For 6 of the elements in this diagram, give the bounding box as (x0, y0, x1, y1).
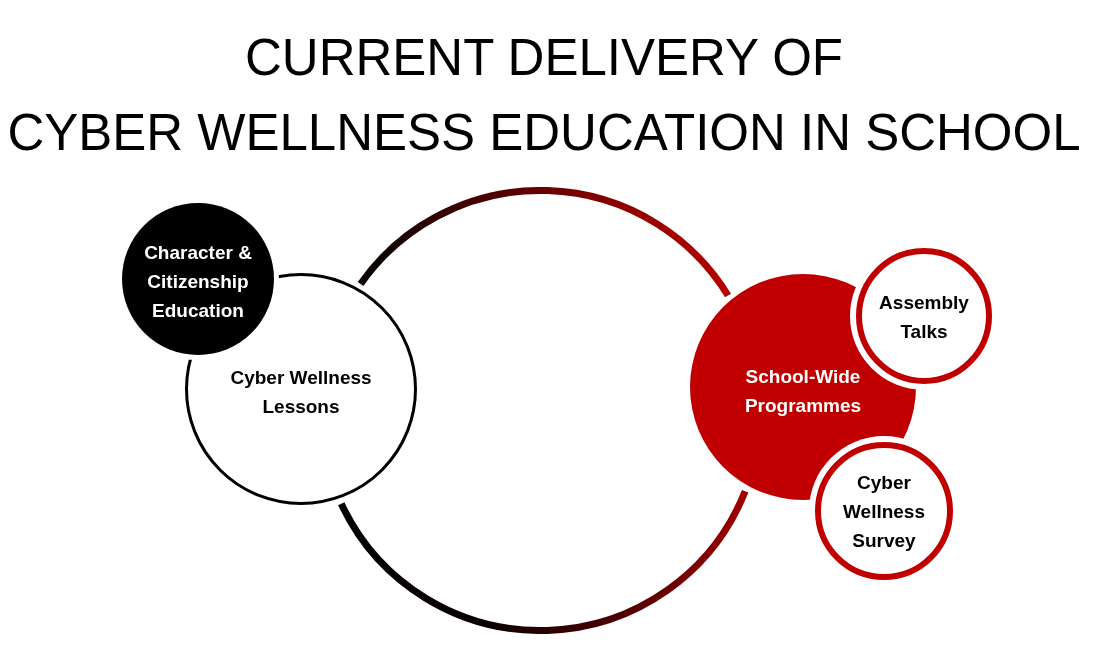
topic-label: Cyber Wellness Lessons (229, 365, 373, 419)
topic-label: School-Wide Programmes (743, 365, 863, 418)
topic-label: Cyber Wellness Survey (842, 470, 926, 553)
title: CURRENT DELIVERY OF CYBER WELLNESS EDUCATION IN SCHOOL (6, 28, 1082, 163)
topic-label: Assembly Talks (878, 290, 970, 344)
topic-label: Character & Citizenship Education (143, 240, 253, 323)
